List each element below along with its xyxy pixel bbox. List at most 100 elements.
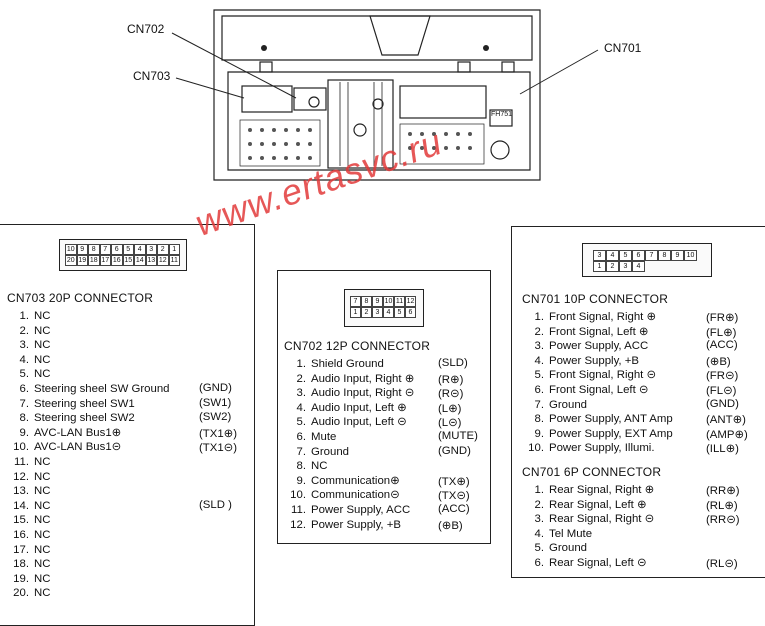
connector-pin-cell: 7 bbox=[645, 250, 658, 261]
connector-pin-cell: 5 bbox=[619, 250, 632, 261]
pin-number: 7. bbox=[296, 445, 307, 458]
pin-row: 8.Steering sheel SW2 bbox=[7, 411, 135, 426]
connector-pin-cell: 1 bbox=[350, 307, 361, 318]
pin-name: Rear Signal, Left ⊝ bbox=[549, 557, 647, 569]
pin-name: Communication⊕ bbox=[311, 474, 400, 487]
pin-number: 3. bbox=[534, 513, 545, 526]
pin-signal: (FR⊝) bbox=[706, 370, 739, 383]
pin-signal: (FL⊕) bbox=[706, 326, 737, 339]
pin-signal: (TX⊝) bbox=[438, 490, 470, 503]
pin-number: 13. bbox=[13, 485, 29, 498]
connector-pin-cell: 8 bbox=[88, 244, 100, 255]
pin-number: 10. bbox=[290, 489, 306, 502]
pin-row: 5.Ground bbox=[522, 541, 588, 556]
pin-row: 10.Power Supply, Illumi. bbox=[522, 441, 654, 456]
connector-pin-cell: 1 bbox=[168, 244, 180, 255]
connector-pin-cell: 6 bbox=[632, 250, 645, 261]
pin-row: 5. NC bbox=[7, 367, 51, 382]
pin-name: Power Supply, ACC bbox=[311, 504, 411, 516]
pin-name: NC bbox=[34, 514, 51, 527]
pin-name: Steering sheel SW Ground bbox=[34, 383, 170, 395]
connector-pin-cell: 10 bbox=[65, 244, 77, 255]
connector-pin-cell: 3 bbox=[619, 261, 632, 272]
pin-number: 10. bbox=[13, 441, 29, 454]
pin-signal: (RR⊕) bbox=[706, 485, 740, 497]
pin-number: 7. bbox=[534, 398, 545, 411]
pin-name: Power Supply, +B bbox=[311, 518, 402, 531]
pin-signal: (FR⊕) bbox=[706, 312, 739, 324]
pin-name: Front Signal, Left ⊝ bbox=[549, 384, 649, 396]
pin-name: NC bbox=[34, 558, 51, 571]
pin-number: 1. bbox=[296, 358, 307, 370]
pin-name: NC bbox=[34, 587, 51, 600]
pin-signal: (⊕B) bbox=[438, 519, 463, 532]
pin-signal: (TX1⊝) bbox=[199, 442, 238, 455]
connector-pin-cell: 8 bbox=[658, 250, 671, 261]
connector-pin-cell: 1 bbox=[593, 261, 606, 272]
pin-name: Front Signal, Right ⊕ bbox=[549, 311, 657, 323]
pin-number: 9. bbox=[534, 427, 545, 440]
pin-number: 20. bbox=[13, 587, 29, 600]
pin-signal: (R⊕) bbox=[438, 373, 464, 386]
pin-row: 19.NC bbox=[7, 572, 50, 587]
pin-row: 12.NC bbox=[7, 470, 50, 485]
pin-number: 4. bbox=[19, 353, 30, 366]
pin-number: 5. bbox=[296, 416, 307, 429]
pin-name: Power Supply, ANT Amp bbox=[549, 413, 673, 426]
pin-signal: (RR⊝) bbox=[706, 514, 740, 527]
pin-name: Power Supply, EXT Amp bbox=[549, 427, 673, 440]
pin-signal: (L⊕) bbox=[438, 402, 462, 415]
pin-number: 9. bbox=[296, 474, 307, 487]
connector-pin-cell: 7 bbox=[99, 244, 111, 255]
pin-row: 9. Communication⊕ bbox=[284, 474, 400, 489]
pin-name: NC bbox=[34, 543, 51, 556]
pin-signal: (GND) bbox=[438, 444, 471, 457]
pin-row: 18.NC bbox=[7, 557, 50, 572]
pin-number: 2. bbox=[19, 324, 30, 337]
pin-name: AVC-LAN Bus1⊕ bbox=[34, 426, 122, 439]
connector-pin-cell: 15 bbox=[122, 255, 134, 266]
pin-row: 1.Shield Ground bbox=[284, 357, 384, 372]
pin-number: 4. bbox=[296, 401, 307, 414]
pin-row: 3.Power Supply, ACC bbox=[522, 339, 649, 354]
pin-number: 6. bbox=[19, 383, 30, 395]
pin-row: 7.Ground bbox=[284, 445, 350, 460]
pin-signal: (SW1) bbox=[199, 396, 232, 409]
pin-number: 2. bbox=[296, 372, 307, 385]
pin-number: 16. bbox=[13, 529, 29, 541]
pin-name: NC bbox=[34, 339, 51, 352]
connector-pin-cell: 4 bbox=[383, 307, 394, 318]
connector-pin-cell: 11 bbox=[168, 255, 180, 266]
pin-number: 11. bbox=[14, 456, 29, 468]
pin-number: 11. bbox=[291, 504, 306, 516]
pin-signal: (R⊝) bbox=[438, 388, 464, 401]
pin-signal: (L⊝) bbox=[438, 417, 462, 430]
pin-name: NC bbox=[34, 368, 51, 381]
cn703-callout: CN703 bbox=[133, 69, 171, 83]
pin-number: 7. bbox=[19, 397, 30, 410]
pin-row: 8.NC bbox=[284, 459, 328, 474]
connector-pin-cell: 7 bbox=[350, 296, 361, 307]
cn701-6p-title: CN701 6P CONNECTOR bbox=[522, 465, 662, 479]
pin-row: 12.Power Supply, +B bbox=[284, 518, 401, 533]
connector-pin-cell: 2 bbox=[606, 261, 619, 272]
pin-number: 1. bbox=[19, 310, 30, 322]
connector-pin-cell: 12 bbox=[157, 255, 169, 266]
cn702-callout: CN702 bbox=[127, 22, 165, 36]
cn702-title: CN702 12P CONNECTOR bbox=[284, 339, 431, 353]
pin-number: 5. bbox=[19, 368, 30, 381]
pin-signal: (RL⊝) bbox=[706, 558, 738, 570]
pin-signal: (ACC) bbox=[438, 503, 470, 515]
pin-row: 1.NC bbox=[7, 309, 51, 324]
pin-number: 15. bbox=[13, 514, 29, 527]
pin-name: Power Supply, +B bbox=[549, 354, 640, 367]
pin-row: 16.NC bbox=[7, 528, 50, 543]
pin-name: Ground bbox=[549, 398, 587, 411]
pin-row: 2.Audio Input, Right ⊕ bbox=[284, 372, 415, 387]
pin-name: Audio Input, Right ⊝ bbox=[311, 387, 415, 400]
pin-row: 15. NC bbox=[7, 513, 50, 528]
